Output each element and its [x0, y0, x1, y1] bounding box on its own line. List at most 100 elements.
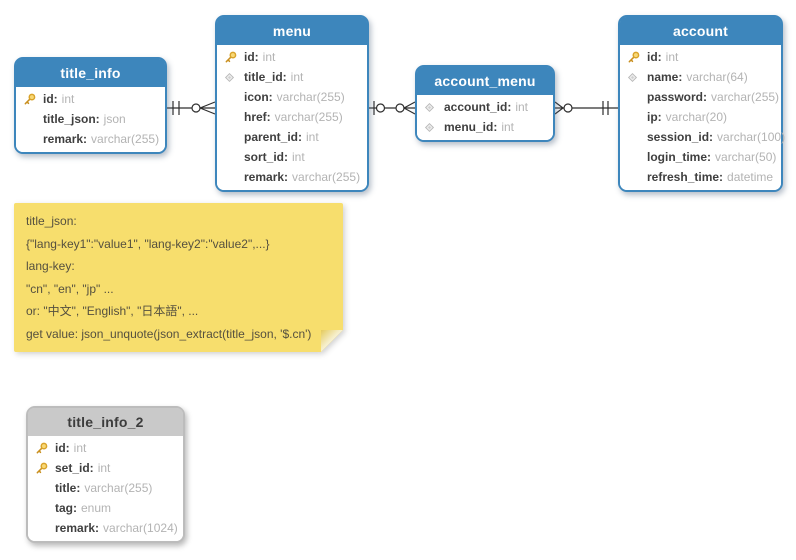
table-title_info_2[interactable]: title_info_2 id: int set_id: int title: … — [26, 406, 185, 543]
table-row: ip: varchar(20) — [620, 107, 781, 127]
field-name: password: — [647, 90, 708, 104]
field-type: varchar(50) — [715, 150, 777, 164]
table-title[interactable]: menu — [217, 17, 367, 45]
table-title[interactable]: title_info_2 — [28, 408, 183, 436]
table-title[interactable]: account — [620, 17, 781, 45]
field-name: icon: — [244, 90, 273, 104]
relationship-menu-account_menu[interactable] — [369, 96, 416, 120]
table-title[interactable]: title_info — [16, 59, 165, 87]
field-type: varchar(64) — [686, 70, 748, 84]
diamond-icon — [224, 72, 244, 83]
table-row: id: int — [217, 47, 367, 67]
table-title_info[interactable]: title_info id: int title_json: json rema… — [14, 57, 167, 154]
table-row: sort_id: int — [217, 147, 367, 167]
field-name: tag: — [55, 501, 77, 515]
field-name: remark: — [55, 521, 100, 535]
field-type: json — [103, 112, 126, 126]
table-row: menu_id: int — [417, 117, 553, 137]
field-name: menu_id: — [444, 120, 498, 134]
relationship-account_menu-account[interactable] — [554, 96, 618, 120]
table-row: refresh_time: datetime — [620, 167, 781, 187]
field-type: datetime — [727, 170, 774, 184]
note-line: title_json: — [26, 214, 77, 228]
table-fields: id: int title_id: int icon: varchar(255)… — [217, 45, 367, 190]
table-row: title_id: int — [217, 67, 367, 87]
relationship-title_info-menu[interactable] — [167, 96, 216, 120]
field-type: int — [292, 150, 305, 164]
note-line: {"lang-key1":"value1", "lang-key2":"valu… — [26, 236, 270, 251]
table-row: name: varchar(64) — [620, 67, 781, 87]
key-icon — [23, 93, 43, 106]
key-icon — [35, 462, 55, 475]
table-row: id: int — [16, 89, 165, 109]
table-row: session_id: varchar(100) — [620, 127, 785, 147]
table-row: tag: enum — [28, 498, 183, 518]
field-name: set_id: — [55, 461, 94, 475]
table-fields: id: int name: varchar(64) password: varc… — [620, 45, 785, 190]
table-title[interactable]: account_menu — [417, 67, 553, 95]
sticky-note-wrap: title_json: {"lang-key1":"value1", "lang… — [14, 203, 343, 352]
table-row: remark: varchar(255) — [16, 129, 165, 149]
field-name: remark: — [244, 170, 289, 184]
note-folded-corner — [321, 330, 343, 352]
field-type: int — [665, 50, 679, 64]
note-line: get value: json_unquote(json_extract(tit… — [26, 326, 312, 341]
field-type: varchar(255) — [276, 90, 345, 104]
diamond-icon — [424, 102, 444, 113]
field-type: varchar(255) — [711, 90, 780, 104]
field-name: href: — [244, 110, 271, 124]
field-type: int — [61, 92, 75, 106]
field-type: int — [262, 50, 276, 64]
diamond-icon — [627, 72, 647, 83]
table-row: id: int — [28, 438, 183, 458]
field-name: title_json: — [43, 112, 100, 126]
field-name: ip: — [647, 110, 662, 124]
field-type: varchar(255) — [84, 481, 153, 495]
field-type: varchar(255) — [292, 170, 361, 184]
field-type: enum — [81, 501, 112, 515]
table-row: account_id: int — [417, 97, 553, 117]
table-row: parent_id: int — [217, 127, 367, 147]
table-row: title_json: json — [16, 109, 165, 129]
field-name: session_id: — [647, 130, 714, 144]
table-menu[interactable]: menu id: int title_id: int icon: varchar… — [215, 15, 369, 192]
table-row: icon: varchar(255) — [217, 87, 367, 107]
field-name: title_id: — [244, 70, 287, 84]
field-type: varchar(100) — [717, 130, 786, 144]
field-name: id: — [55, 441, 70, 455]
table-row: set_id: int — [28, 458, 183, 478]
key-icon — [35, 442, 55, 455]
field-name: name: — [647, 70, 683, 84]
diamond-icon — [424, 122, 444, 133]
field-type: varchar(1024) — [103, 521, 178, 535]
field-type: varchar(255) — [91, 132, 160, 146]
field-name: id: — [647, 50, 662, 64]
field-name: refresh_time: — [647, 170, 724, 184]
field-type: varchar(20) — [665, 110, 728, 124]
table-row: remark: varchar(255) — [217, 167, 367, 187]
field-type: int — [290, 70, 304, 84]
field-type: int — [501, 120, 515, 134]
note-line: lang-key: — [26, 259, 75, 273]
table-account_menu[interactable]: account_menu account_id: int menu_id: in… — [415, 65, 555, 142]
key-icon — [627, 51, 647, 64]
field-type: int — [97, 461, 111, 475]
table-row: id: int — [620, 47, 781, 67]
table-row: login_time: varchar(50) — [620, 147, 781, 167]
table-row: title: varchar(255) — [28, 478, 183, 498]
field-name: id: — [244, 50, 259, 64]
field-name: login_time: — [647, 150, 712, 164]
field-type: int — [73, 441, 87, 455]
field-name: id: — [43, 92, 58, 106]
field-name: sort_id: — [244, 150, 289, 164]
field-type: int — [515, 100, 529, 114]
field-type: varchar(255) — [274, 110, 343, 124]
table-row: remark: varchar(1024) — [28, 518, 183, 538]
table-fields: id: int title_json: json remark: varchar… — [16, 87, 165, 152]
table-row: href: varchar(255) — [217, 107, 367, 127]
table-fields: id: int set_id: int title: varchar(255) … — [28, 436, 183, 541]
sticky-note[interactable]: title_json: {"lang-key1":"value1", "lang… — [14, 203, 343, 352]
field-name: remark: — [43, 132, 88, 146]
table-account[interactable]: account id: int name: varchar(64) passwo… — [618, 15, 785, 192]
